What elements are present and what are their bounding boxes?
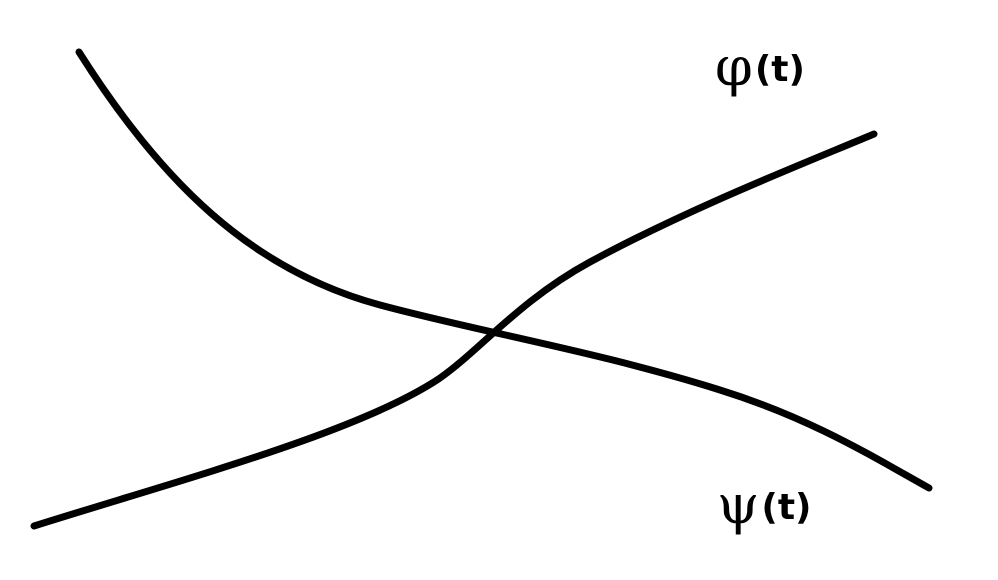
psi-curve bbox=[75, 48, 933, 492]
psi-symbol: ψ bbox=[717, 473, 760, 536]
psi-label: ψ(t) bbox=[717, 478, 811, 532]
phi-label: φ(t) bbox=[715, 40, 805, 94]
phi-symbol: φ bbox=[715, 35, 753, 98]
phi-curve bbox=[30, 130, 878, 530]
phi-argument: (t) bbox=[754, 49, 805, 90]
psi-argument: (t) bbox=[761, 487, 812, 528]
